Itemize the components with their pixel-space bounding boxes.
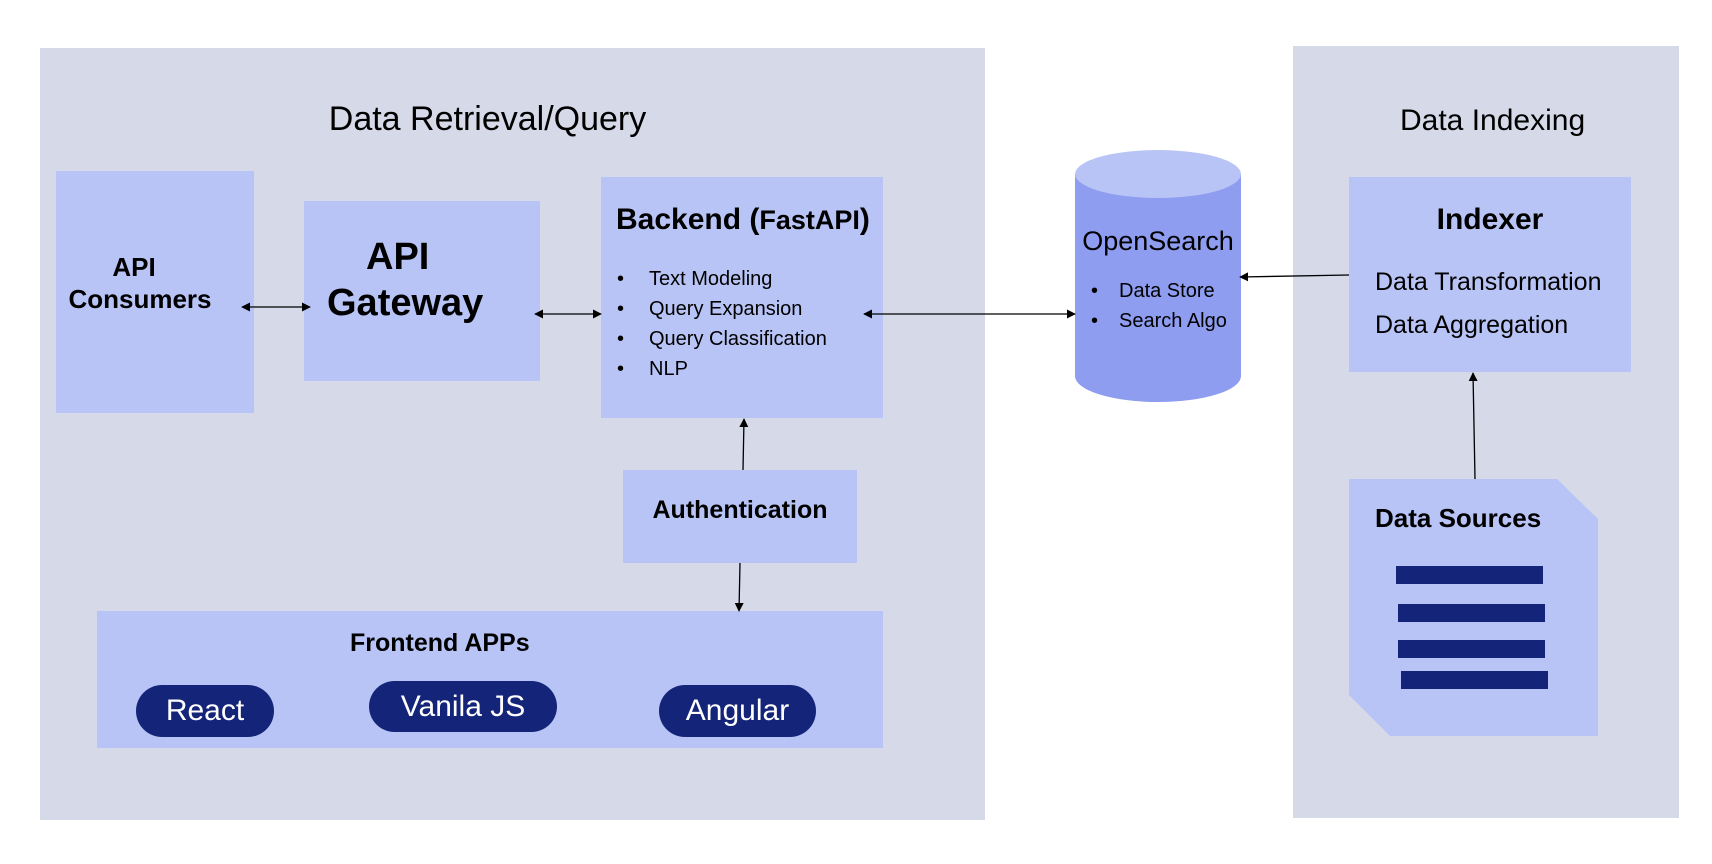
indexer-box bbox=[1349, 177, 1631, 372]
data-retrieval-title: Data Retrieval/Query bbox=[328, 100, 647, 138]
document-line bbox=[1398, 640, 1545, 658]
react-app-pill: React bbox=[136, 685, 274, 737]
opensearch-feature-item: Data Store bbox=[1075, 276, 1227, 306]
backend-feature-item: Text Modeling bbox=[601, 264, 827, 294]
document-line bbox=[1398, 604, 1545, 622]
authentication-label: Authentication bbox=[652, 496, 828, 524]
api-gateway-label-line2: Gateway bbox=[327, 282, 484, 324]
auth-frontend-arrow bbox=[734, 562, 744, 612]
indexer-title: Indexer bbox=[1436, 203, 1544, 236]
api-consumers-box bbox=[56, 171, 254, 413]
angular-app-pill: Angular bbox=[659, 685, 816, 737]
indexer-item-transformation: Data Transformation bbox=[1375, 268, 1602, 296]
data-indexing-title: Data Indexing bbox=[1400, 104, 1586, 137]
api-gateway-box bbox=[304, 201, 540, 381]
document-line bbox=[1401, 671, 1548, 689]
backend-title-main: Backend ( bbox=[616, 203, 760, 236]
backend-feature-item: Query Classification bbox=[601, 324, 827, 354]
api-consumers-label-line2: Consumers bbox=[68, 284, 212, 314]
frontend-apps-title: Frontend APPs bbox=[350, 629, 530, 657]
indexer-opensearch-arrow bbox=[1239, 272, 1350, 282]
opensearch-feature-item: Search Algo bbox=[1075, 306, 1227, 336]
backend-feature-list: Text Modeling Query Expansion Query Clas… bbox=[601, 264, 827, 384]
backend-title-end: ) bbox=[859, 203, 870, 236]
document-line bbox=[1396, 566, 1543, 584]
indexer-item-aggregation: Data Aggregation bbox=[1375, 311, 1569, 339]
vanila-js-app-pill: Vanila JS bbox=[369, 681, 557, 732]
backend-title-framework: FastAPI bbox=[759, 205, 860, 235]
api-consumers-label-line1: API bbox=[112, 252, 156, 282]
backend-feature-item: Query Expansion bbox=[601, 294, 827, 324]
backend-feature-item: NLP bbox=[601, 354, 827, 384]
sources-indexer-arrow bbox=[1468, 372, 1478, 480]
backend-title: Backend (FastAPI) bbox=[616, 203, 870, 237]
api-gateway-label-line1: API bbox=[366, 236, 430, 278]
opensearch-feature-list: Data Store Search Algo bbox=[1075, 276, 1227, 336]
authentication-box bbox=[623, 470, 857, 563]
auth-backend-arrow bbox=[739, 418, 749, 471]
data-sources-title: Data Sources bbox=[1375, 503, 1542, 533]
opensearch-title: OpenSearch bbox=[1082, 226, 1234, 256]
